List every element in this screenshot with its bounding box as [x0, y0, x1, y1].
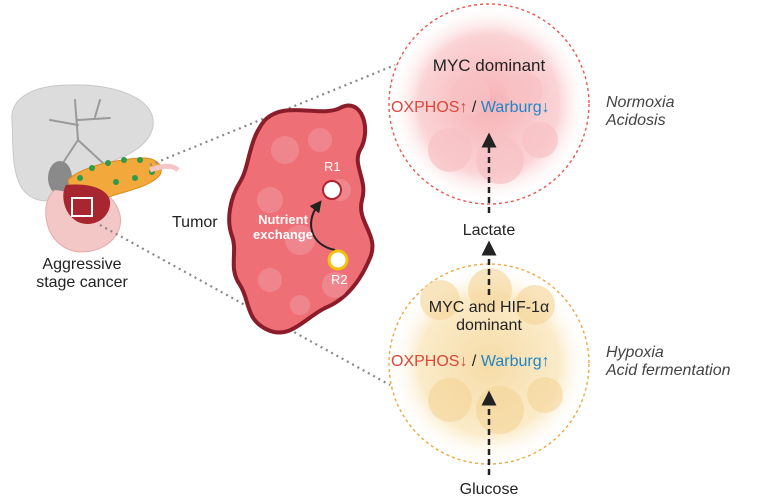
top-region-markers: OXPHOS↑ / Warburg↓ — [391, 99, 550, 117]
r1-label: R1 — [324, 159, 341, 174]
exchange-line2: exchange — [253, 226, 313, 242]
top-separator: / — [471, 99, 477, 116]
bottom-warburg-arrow: ↑ — [541, 353, 550, 370]
r2-label: R2 — [331, 272, 348, 287]
liver-vessels — [49, 99, 111, 176]
organ-illustration — [11, 84, 180, 253]
bottom-title-line1: MYC and HIF-1α — [428, 299, 550, 316]
top-warburg: Warburg — [480, 99, 542, 116]
top-condition: Normoxia Acidosis — [606, 94, 674, 131]
bottom-oxphos-arrow: ↓ — [459, 353, 468, 370]
bottom-separator: / — [471, 353, 477, 370]
left-caption: Aggressive stage cancer — [22, 256, 142, 293]
liver-shape — [11, 84, 154, 202]
tumor-mass — [63, 184, 111, 225]
bottom-condition-line1: Hypoxia — [606, 344, 664, 361]
exchange-arrow — [309, 200, 336, 251]
bottom-warburg: Warburg — [480, 353, 542, 370]
tumor-label: Tumor — [172, 214, 218, 231]
bottom-condition-line2: Acid fermentation — [606, 362, 731, 380]
zoom-line-bottom — [99, 224, 391, 386]
bottom-title-line2: dominant — [456, 317, 522, 335]
top-region-title: MYC dominant — [432, 56, 546, 75]
left-caption-line1: Aggressive — [42, 256, 122, 273]
lactate-label: Lactate — [462, 222, 516, 239]
glucose-label: Glucose — [459, 481, 519, 498]
top-oxphos-arrow: ↑ — [459, 99, 468, 116]
r2-marker — [327, 249, 349, 271]
exchange-line1: Nutrient — [258, 212, 308, 227]
lesion-dots — [77, 157, 155, 185]
left-caption-line2: stage cancer — [36, 274, 128, 292]
bottom-region-title: MYC and HIF-1α dominant — [404, 299, 574, 336]
top-warburg-arrow: ↓ — [541, 99, 550, 116]
zoom-region-box — [71, 197, 93, 217]
top-condition-line1: Normoxia — [606, 94, 675, 111]
r1-marker — [322, 180, 342, 200]
bottom-oxphos: OXPHOS — [391, 353, 460, 370]
bottom-condition: Hypoxia Acid fermentation — [606, 344, 731, 381]
top-condition-line2: Acidosis — [606, 112, 666, 130]
bottom-region-markers: OXPHOS↓ / Warburg↑ — [391, 353, 550, 371]
top-oxphos: OXPHOS — [391, 99, 460, 116]
exchange-label: Nutrient exchange — [248, 212, 318, 243]
bottom-cell-texture — [420, 268, 563, 434]
